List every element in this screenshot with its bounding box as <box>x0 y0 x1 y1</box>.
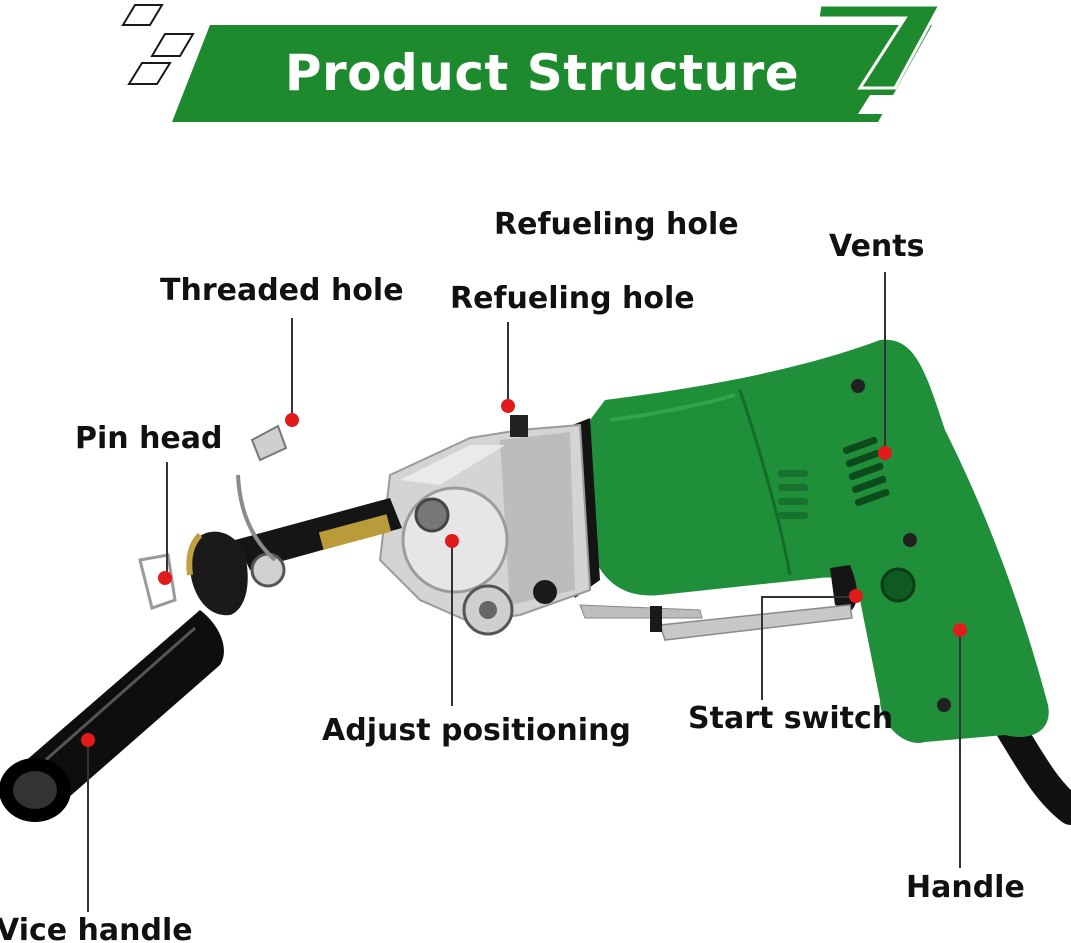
body-seam <box>738 389 792 576</box>
marker-start-switch <box>849 589 863 603</box>
gearbox-highlight <box>400 445 505 485</box>
threaded-hole-spring <box>250 424 288 462</box>
callout-markers <box>81 399 967 747</box>
green-motor-body <box>585 339 1049 743</box>
rod-clamp <box>650 606 662 632</box>
vice-handle-opening <box>13 771 57 809</box>
foot-rim <box>186 532 203 576</box>
body-screw <box>903 533 917 547</box>
pin-head-foot <box>190 531 248 616</box>
switch-lock-button <box>880 567 916 603</box>
label-vice-handle: Vice handle <box>0 913 193 943</box>
banner-title: Product Structure <box>284 44 800 102</box>
vice-handle-highlight <box>39 626 196 767</box>
threading-wire <box>236 474 277 562</box>
banner-deco-shape <box>150 33 195 57</box>
brass-linkage <box>318 514 392 550</box>
label-pin-head: Pin head <box>75 421 223 456</box>
marker-handle <box>953 623 967 637</box>
banner-deco-shape <box>858 95 900 114</box>
linkage-eye <box>250 552 286 588</box>
marker-threaded-hole <box>285 413 299 427</box>
label-start-switch: Start switch <box>688 701 894 736</box>
marker-refueling-hole <box>501 399 515 413</box>
vice-handle <box>14 610 224 811</box>
gearbox-shade <box>500 432 575 605</box>
label-handle: Handle <box>906 870 1025 905</box>
title-banner <box>121 3 943 122</box>
body-screw <box>851 379 865 393</box>
banner-deco-shape <box>121 4 164 26</box>
body-screw <box>937 698 951 712</box>
adjust-knob <box>414 497 450 533</box>
body-highlight <box>609 393 736 422</box>
banner-deco-shape <box>127 62 172 85</box>
label-vents: Vents <box>829 229 925 264</box>
gearbox-screw <box>533 580 557 604</box>
label-threaded-hole: Threaded hole <box>160 273 404 308</box>
marker-vice-handle <box>81 733 95 747</box>
label-refueling-hole: Refueling hole <box>450 281 695 316</box>
marker-pin-head <box>158 571 172 585</box>
vent-slots <box>778 436 890 519</box>
adjust-rod <box>658 604 853 641</box>
label-adjust-positioning: Adjust positioning <box>322 713 631 748</box>
banner-parallelogram <box>172 25 932 122</box>
adjust-rod <box>579 604 703 619</box>
pin-guide-wire <box>138 553 177 610</box>
marker-adjust-positioning <box>445 534 459 548</box>
leader-line-start-switch <box>761 596 855 700</box>
lower-wheel-hub <box>479 601 497 619</box>
marker-vents <box>878 446 892 460</box>
label-refueling-hole-top: Refueling hole <box>494 207 739 242</box>
refueling-cap <box>510 415 528 437</box>
banner-deco-shape <box>816 3 943 90</box>
leader-lines <box>87 272 961 912</box>
needle-arm <box>235 498 402 570</box>
